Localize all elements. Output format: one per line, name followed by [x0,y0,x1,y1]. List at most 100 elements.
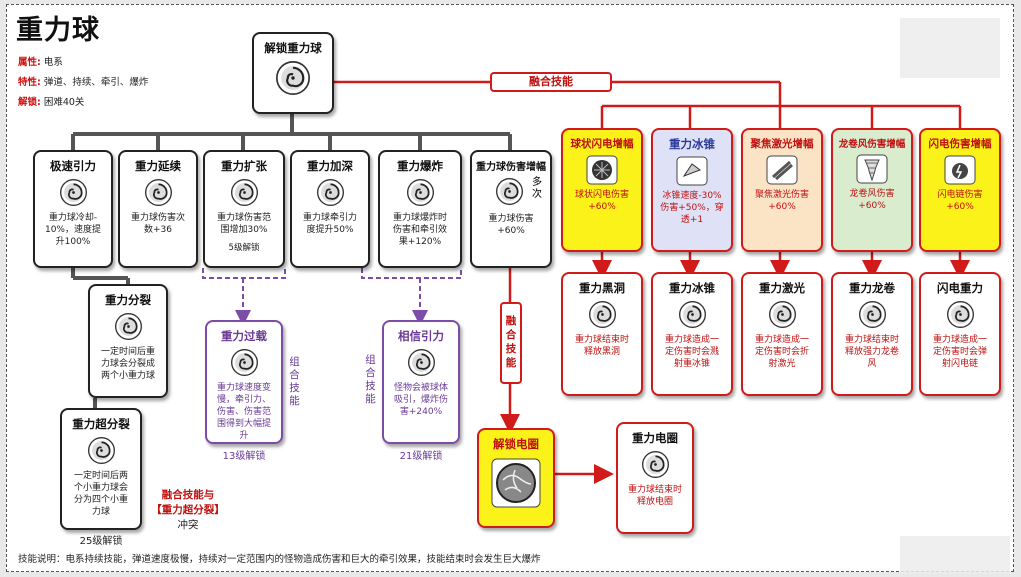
super-split-title: 重力超分裂 [72,417,130,431]
fusion-source-title: 龙卷风伤害增幅 [838,139,906,150]
gravity-super-split-node[interactable]: 重力超分裂 一定时间后两 个小重力球会 分为四个小重 力球 [60,408,142,530]
skill-description: 技能说明：电系持续技能，弹道速度极慢，持续对一定范围内的怪物造成伤害和巨大的牵引… [18,554,541,565]
trust-gravity-node[interactable]: 相信引力 怪物会被球体 吸引，爆炸伤 害+240% [382,320,460,444]
upgrade-gravity-continue[interactable]: 重力延续 重力球伤害次 数+36 [118,150,198,268]
repeatable-note: 多 次 [532,177,542,200]
upgrade-desc: 重力球伤害次 数+36 [130,213,185,235]
gravity-ball-icon [316,179,344,206]
tornado-icon [856,154,888,184]
fusion-result-gravity-ice[interactable]: 重力冰锥 重力球造成一 定伤害时会溅 射重冰锥 [651,272,733,396]
gravity-field-desc: 重力球结束时 释放电圈 [627,485,682,507]
unlock-electric-field-node[interactable]: 解锁电圈 [477,428,555,528]
electric-field-icon [491,458,541,508]
gravity-ball-icon [407,349,435,376]
gravity-ball-icon [114,313,142,340]
lightning-ball-icon [586,155,618,185]
gravity-ball-icon [230,179,258,206]
upgrade-title: 重力爆炸 [397,159,443,173]
gravity-ball-icon [230,349,258,376]
gravity-ball-icon [946,301,974,328]
gravity-ball-icon [144,179,172,206]
gravity-ball-icon [641,451,669,478]
fusion-source-focus-laser[interactable]: 聚焦激光增幅 聚焦激光伤害 +60% [741,128,823,252]
fusion-result-desc: 重力球结束时 释放强力龙卷 风 [844,335,899,369]
laser-icon [766,155,798,185]
fusion-result-desc: 重力球造成一 定伤害时会折 射激光 [754,335,809,369]
trust-desc: 怪物会被球体 吸引，爆炸伤 害+240% [393,383,448,417]
gravity-overload-node[interactable]: 重力过载 重力球速度变 慢，牵引力、 伤害、伤害范 围得到大幅提 升 [205,320,283,444]
super-split-desc: 一定时间后两 个小重力球会 分为四个小重 力球 [73,471,128,517]
fusion-source-tornado[interactable]: 龙卷风伤害增幅 龙卷风伤害 +60% [831,128,913,252]
watermark-blur [900,536,1010,574]
super-split-unlock-note: 25级解锁 [79,536,123,547]
combo-skill-label: 组 合 技 能 [289,356,300,407]
fusion-result-gravity-tornado[interactable]: 重力龙卷 重力球结束时 释放强力龙卷 风 [831,272,913,396]
fusion-source-lightning-chain[interactable]: 闪电伤害增幅 闪电链伤害 +60% [919,128,1001,252]
unlock-note: 5级解锁 [228,243,260,253]
attribute-row: 属性: 电系 [18,54,63,68]
attribute-key: 属性: [18,57,41,68]
fusion-result-lightning-gravity[interactable]: 闪电重力 重力球造成一 定伤害时会弹 射闪电链 [919,272,1001,396]
fusion-result-desc: 重力球结束时 释放黑洞 [574,335,629,357]
fusion-source-ice-cone[interactable]: 重力冰锥 冰锥速度-30% 伤害+50%，穿 透+1 [651,128,733,252]
upgrade-desc: 重力球伤害范 围增加30% [216,213,271,235]
gravity-ball-icon [406,179,434,206]
upgrade-title: 重力加深 [307,159,353,173]
fusion-source-ball-lightning[interactable]: 球状闪电增幅 球状闪电伤害 +60% [561,128,643,252]
fusion-skill-tag: 融合技能 [490,72,612,92]
fusion-skill-vertical-tag: 融 合 技 能 [500,302,522,384]
trait-row: 特性: 弹道、持续、牵引、爆炸 [18,74,148,88]
upgrade-desc: 重力球爆炸时 伤害和牵引效 果+120% [392,213,447,247]
fusion-source-desc: 龙卷风伤害 +60% [849,189,895,211]
upgrade-desc: 重力球冷却- 10%，速度提 升100% [44,213,101,247]
conflict-line2: 【重力超分裂】 [151,504,225,516]
upgrade-gravity-explode[interactable]: 重力爆炸 重力球爆炸时 伤害和牵引效 果+120% [378,150,462,268]
combo-skill-label: 组 合 技 能 [365,354,376,405]
fusion-result-title: 重力黑洞 [579,281,625,295]
gravity-ball-icon [678,301,706,328]
upgrade-gravity-damage-boost[interactable]: 重力球伤害增幅 多 次 重力球伤害 +60% [470,150,552,268]
fusion-source-title: 聚焦激光增幅 [750,138,814,150]
fusion-source-desc: 冰锥速度-30% 伤害+50%，穿 透+1 [660,191,724,225]
fusion-source-title: 闪电伤害增幅 [928,138,992,150]
conflict-line3: 冲突 [177,519,199,531]
upgrade-title: 重力延续 [135,159,181,173]
attribute-value: 电系 [43,57,63,68]
overload-title: 重力过载 [221,329,267,343]
ice-cone-icon [676,156,708,186]
unlock-value: 困难40关 [43,97,85,108]
gravity-ball-icon [496,178,523,205]
page-title: 重力球 [16,15,100,46]
trust-title: 相信引力 [398,329,444,343]
upgrade-desc: 重力球牵引力 度提升50% [302,213,357,235]
overload-unlock-note: 13级解锁 [222,451,266,462]
upgrade-title: 极速引力 [50,159,96,173]
upgrade-title: 重力扩张 [221,159,267,173]
gravity-ball-icon [588,301,616,328]
upgrade-desc: 重力球伤害 +60% [488,214,534,236]
upgrade-gravity-expand[interactable]: 重力扩张 重力球伤害范 围增加30% 5级解锁 [203,150,285,268]
upgrade-title: 重力球伤害增幅 [476,162,546,173]
upgrade-speed-gravity[interactable]: 极速引力 重力球冷却- 10%，速度提 升100% [33,150,113,268]
gravity-ball-icon [87,437,115,464]
fusion-result-title: 闪电重力 [937,281,983,295]
trust-unlock-note: 21级解锁 [399,451,443,462]
fusion-result-gravity-laser[interactable]: 重力激光 重力球造成一 定伤害时会折 射激光 [741,272,823,396]
gravity-split-node[interactable]: 重力分裂 一定时间后重 力球会分裂成 两个小重力球 [88,284,168,398]
fusion-result-desc: 重力球造成一 定伤害时会弹 射闪电链 [932,335,987,369]
trait-key: 特性: [18,77,41,88]
fusion-source-desc: 闪电链伤害 +60% [937,190,983,212]
fusion-source-desc: 球状闪电伤害 +60% [574,190,629,212]
gravity-ball-icon [59,179,87,206]
gravity-ball-icon [858,301,886,328]
fusion-result-title: 重力激光 [759,281,805,295]
trait-value: 弹道、持续、牵引、爆炸 [43,77,149,88]
upgrade-gravity-deepen[interactable]: 重力加深 重力球牵引力 度提升50% [290,150,370,268]
overload-desc: 重力球速度变 慢，牵引力、 伤害、伤害范 围得到大幅提 升 [216,383,271,441]
gravity-electric-field-node[interactable]: 重力电圈 重力球结束时 释放电圈 [616,422,694,534]
split-desc: 一定时间后重 力球会分裂成 两个小重力球 [100,347,155,381]
fusion-result-black-hole[interactable]: 重力黑洞 重力球结束时 释放黑洞 [561,272,643,396]
fusion-source-title: 球状闪电增幅 [570,138,634,150]
gravity-ball-icon [768,301,796,328]
root-node[interactable]: 解锁重力球 [252,32,334,114]
